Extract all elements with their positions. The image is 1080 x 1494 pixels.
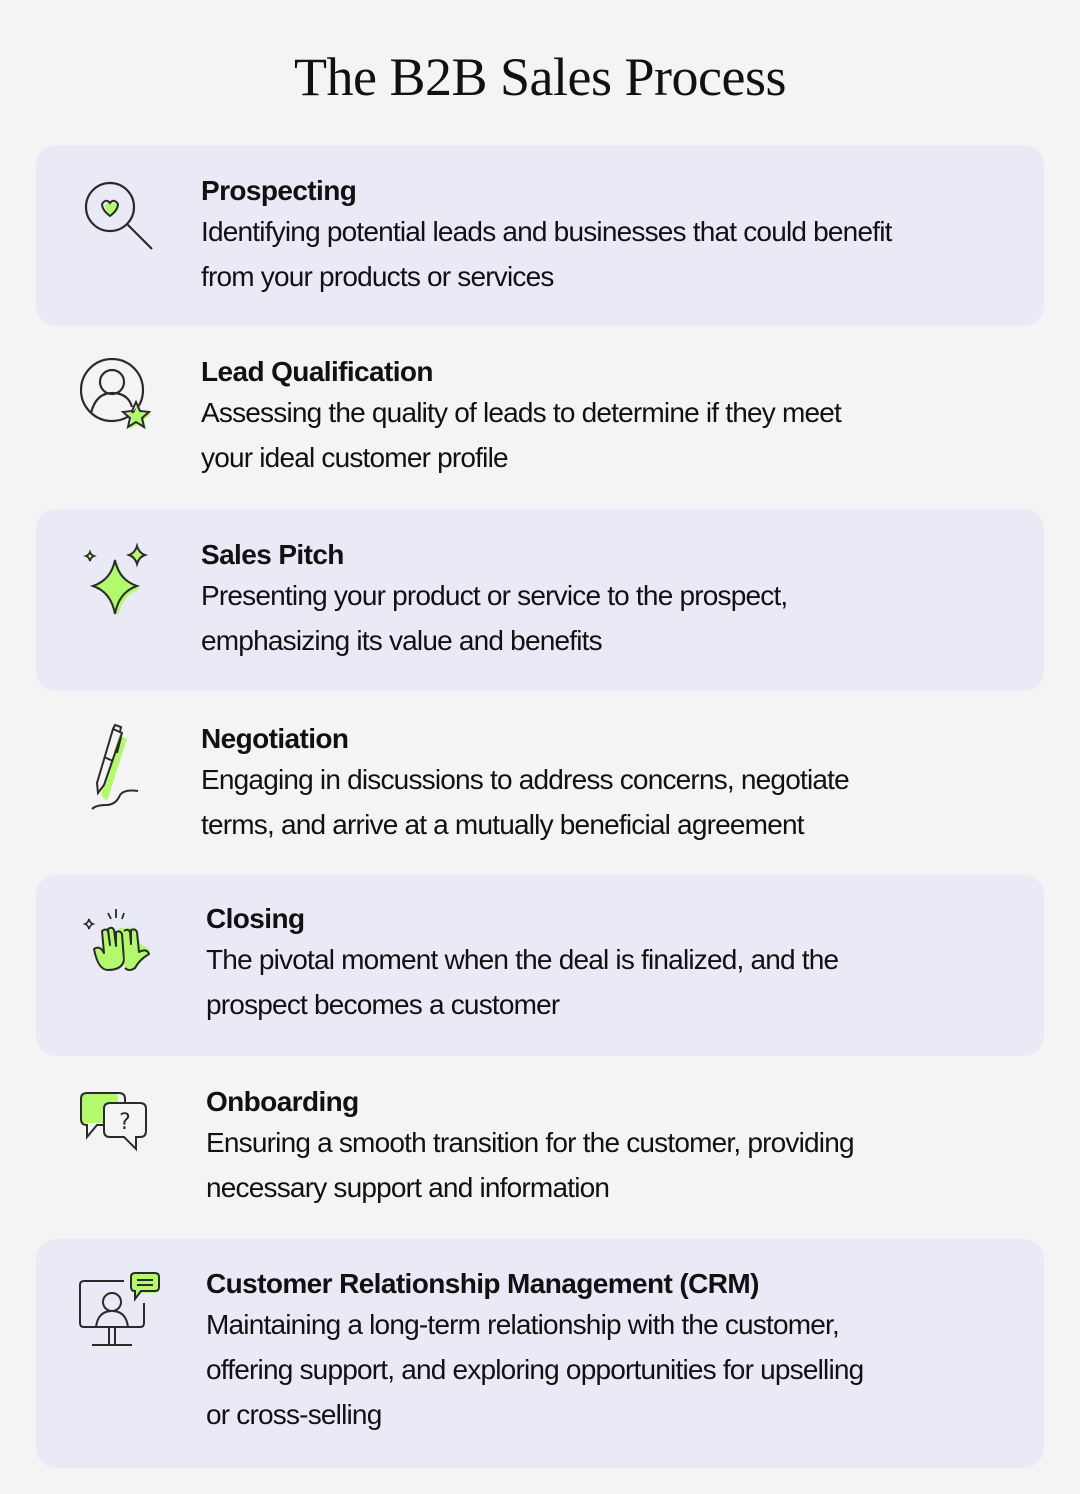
- step-description-line: prospect becomes a customer: [206, 989, 560, 1020]
- step-card-sales-pitch: Sales Pitch Presenting your product or s…: [36, 509, 1044, 691]
- step-description-line: Ensuring a smooth transition for the cus…: [206, 1127, 855, 1158]
- page-title: The B2B Sales Process: [294, 47, 786, 107]
- high-five-icon: [80, 905, 160, 990]
- step-heading: Sales Pitch: [201, 539, 344, 570]
- step-heading: Customer Relationship Management (CRM): [206, 1268, 759, 1299]
- step-description-line: Maintaining a long-term relationship wit…: [206, 1309, 840, 1340]
- step-description-line: terms, and arrive at a mutually benefici…: [201, 809, 805, 840]
- magnifier-heart-icon: [80, 175, 160, 260]
- step-description-line: Identifying potential leads and business…: [201, 216, 892, 247]
- step-description-line: The pivotal moment when the deal is fina…: [206, 944, 839, 975]
- step-description-line: your ideal customer profile: [201, 442, 509, 473]
- step-description-line: emphasizing its value and benefits: [201, 625, 603, 656]
- monitor-user-chat-icon: [76, 1269, 166, 1354]
- step-description-line: Assessing the quality of leads to determ…: [201, 397, 842, 428]
- step-description-line: or cross-selling: [206, 1399, 382, 1430]
- sparkles-icon: [80, 539, 160, 624]
- step-description-line: offering support, and exploring opportun…: [206, 1354, 864, 1385]
- step-card-crm: Customer Relationship Management (CRM) M…: [36, 1239, 1044, 1468]
- step-description-line: necessary support and information: [206, 1172, 610, 1203]
- step-row-negotiation: Negotiation Engaging in discussions to a…: [36, 691, 1044, 875]
- step-heading: Negotiation: [201, 723, 349, 754]
- step-heading: Closing: [206, 903, 305, 934]
- step-description-line: Engaging in discussions to address conce…: [201, 764, 850, 795]
- step-description-line: Presenting your product or service to th…: [201, 580, 788, 611]
- step-card-closing: Closing The pivotal moment when the deal…: [36, 875, 1044, 1056]
- step-row-lead-qualification: Lead Qualification Assessing the quality…: [36, 326, 1044, 509]
- step-heading: Onboarding: [206, 1086, 359, 1117]
- step-row-onboarding: ? Onboarding Ensuring a smooth transitio…: [36, 1056, 1044, 1239]
- svg-text:?: ?: [119, 1110, 131, 1135]
- chat-question-icon: ?: [76, 1089, 156, 1169]
- pen-signature-icon: [80, 721, 160, 816]
- step-heading: Lead Qualification: [201, 356, 434, 387]
- user-star-icon: [79, 357, 160, 443]
- step-heading: Prospecting: [201, 175, 357, 206]
- step-card-prospecting: Prospecting Identifying potential leads …: [36, 145, 1044, 326]
- step-description-line: from your products or services: [201, 261, 554, 292]
